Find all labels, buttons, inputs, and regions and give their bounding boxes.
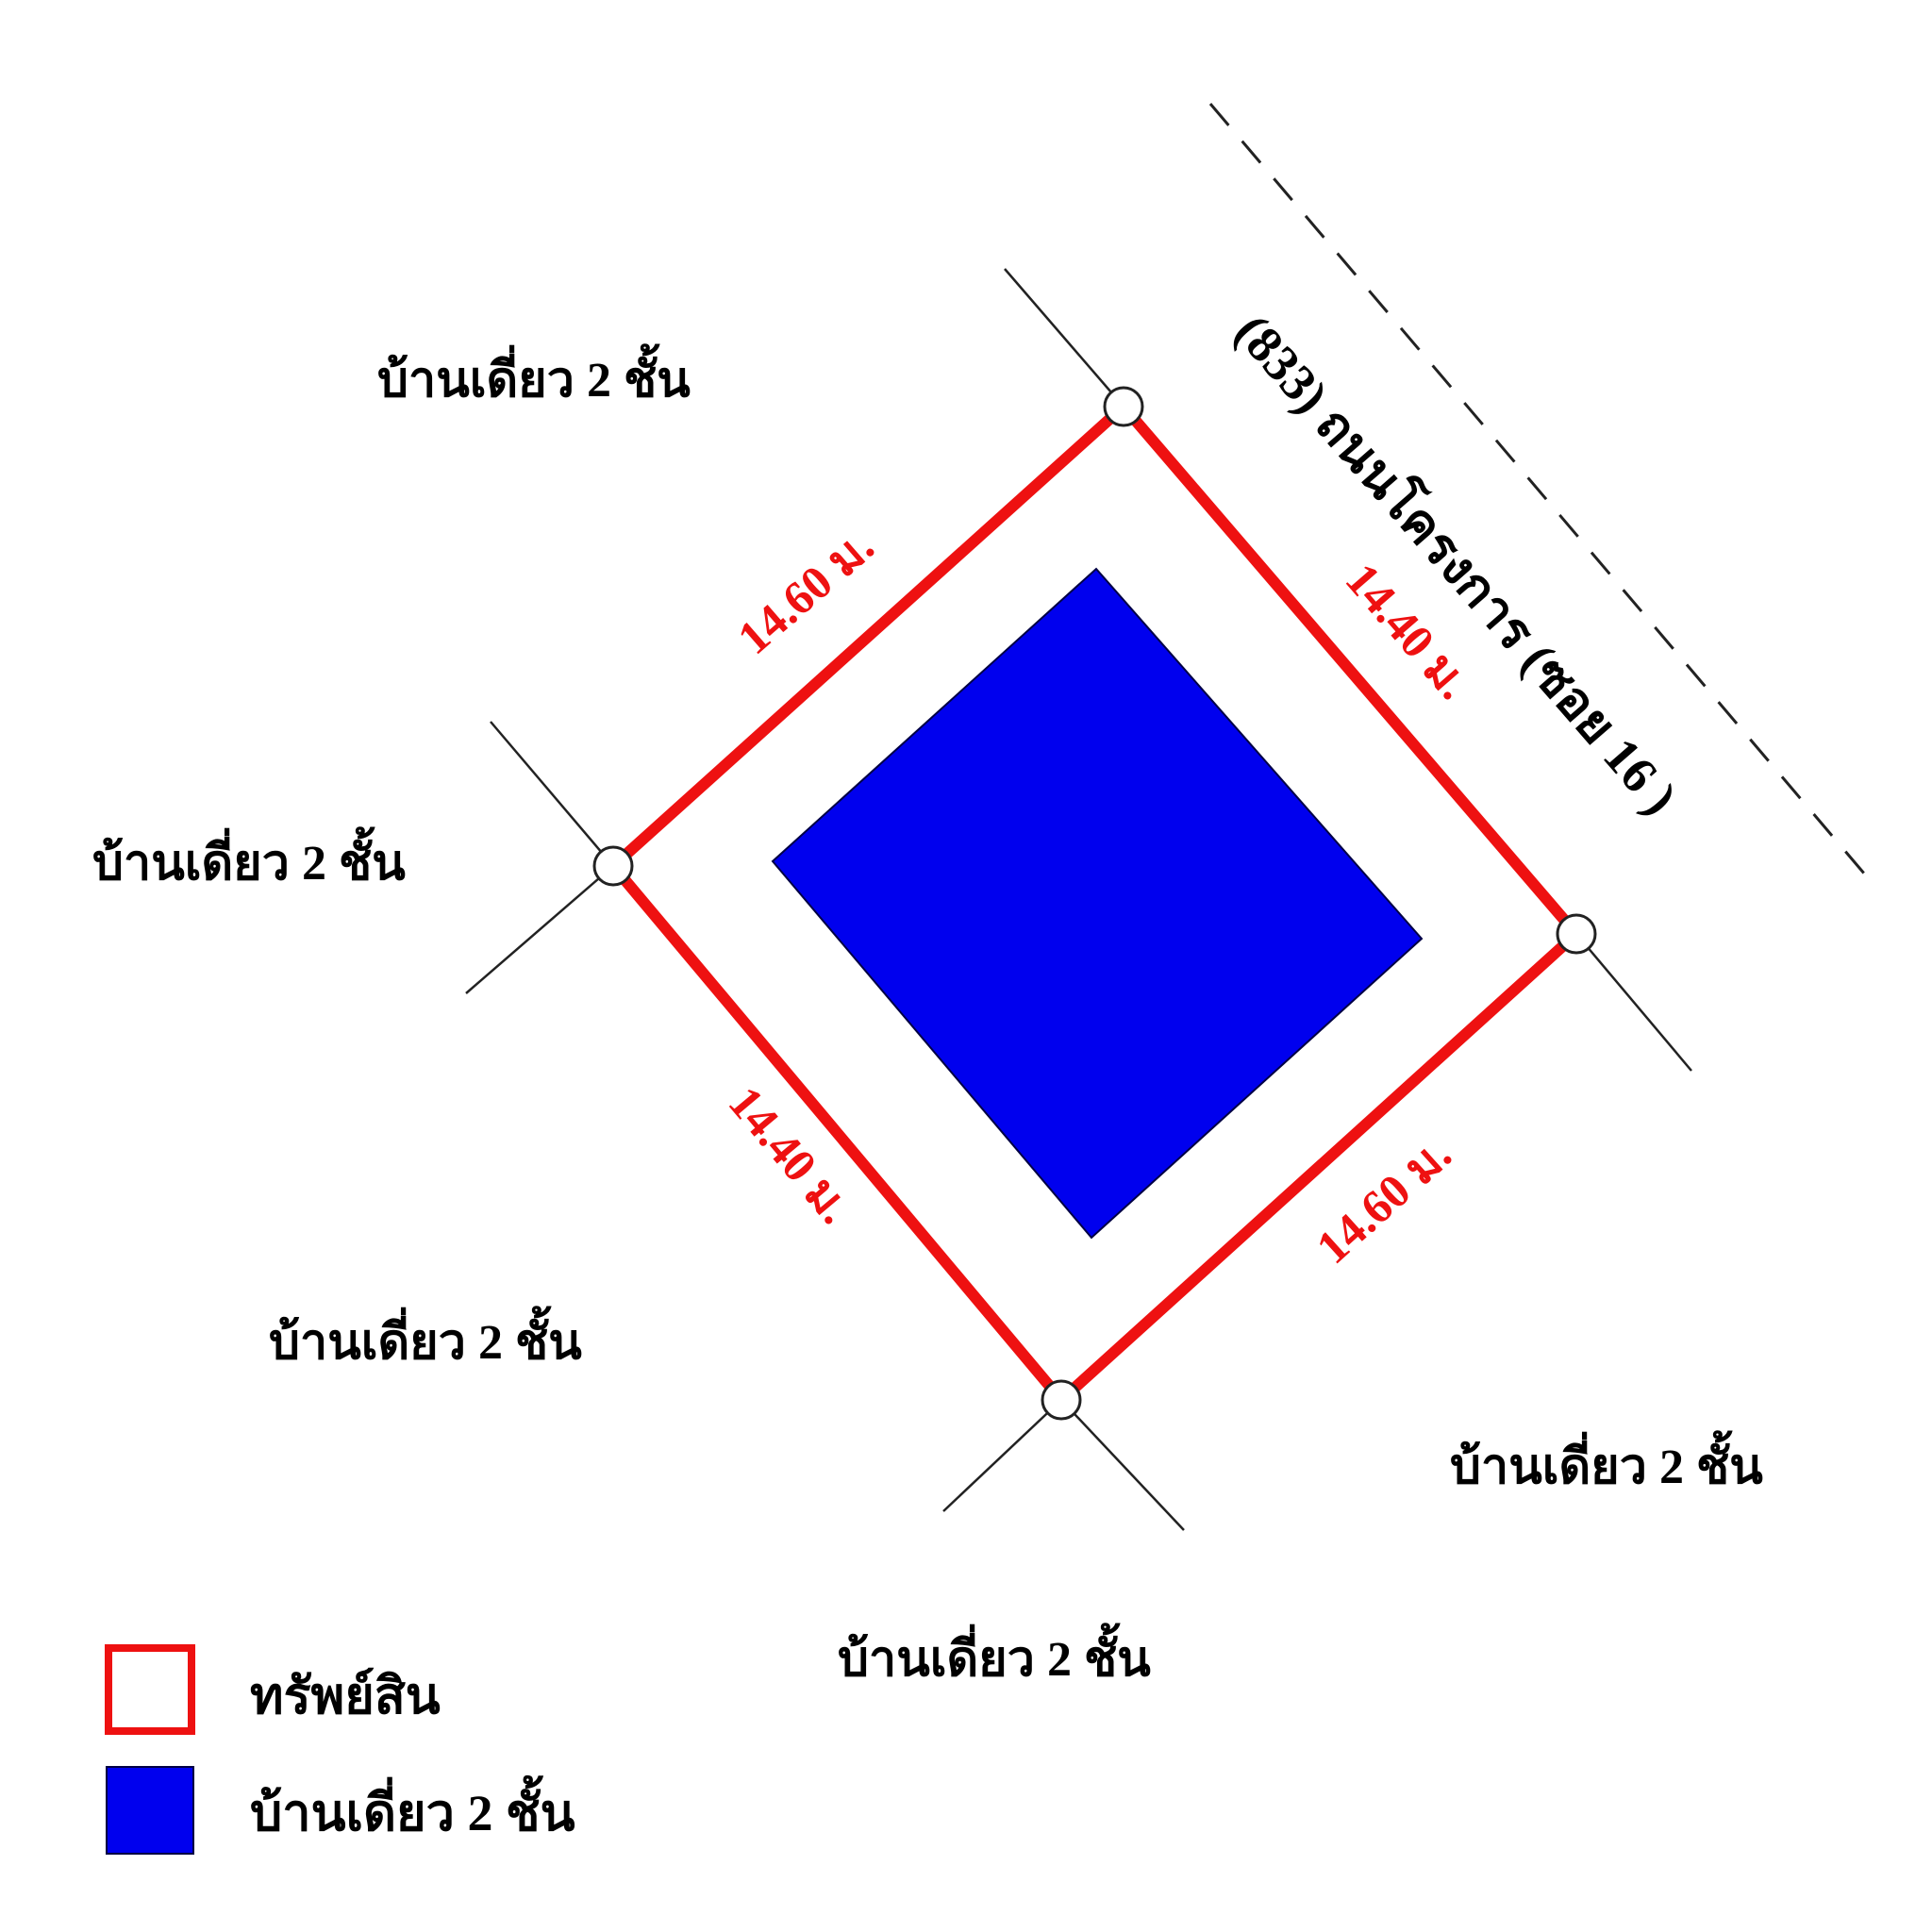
house-footprint	[771, 567, 1424, 1240]
bottom-corner-extension-left	[942, 1399, 1062, 1512]
corner-marker-left	[592, 845, 634, 887]
corner-marker-right	[1556, 913, 1597, 955]
corner-markers	[592, 386, 1597, 1421]
road-label: (833) ถนนโครงการ (ซอย 16 )	[1224, 302, 1690, 824]
legend-label-property: ทรัพย์สิน	[250, 1667, 441, 1724]
dimension-bottom-left: 14.40 ม.	[719, 1076, 862, 1234]
left-corner-extension-upper	[490, 721, 614, 867]
right-corner-extension	[1575, 933, 1692, 1072]
neighbor-label-bottom-left: บ้านเดี่ยว 2 ชั้น	[269, 1306, 582, 1370]
legend: ทรัพย์สิน บ้านเดี่ยว 2 ชั้น	[105, 1644, 575, 1855]
neighbor-label-top: บ้านเดี่ยว 2 ชั้น	[377, 343, 691, 408]
corner-marker-bottom	[1041, 1379, 1082, 1421]
top-corner-extension	[1004, 268, 1124, 408]
bottom-corner-extension-right	[1060, 1399, 1185, 1531]
road-line	[1208, 103, 1877, 888]
neighbor-label-bottom: บ้านเดี่ยว 2 ชั้น	[838, 1623, 1151, 1687]
corner-marker-top	[1103, 386, 1144, 427]
extension-lines	[465, 268, 1692, 1531]
legend-swatch-house	[106, 1766, 194, 1855]
legend-swatch-property	[105, 1644, 195, 1735]
dimension-bottom-right: 14.60 ม.	[1307, 1127, 1461, 1274]
neighbor-label-left: บ้านเดี่ยว 2 ชั้น	[92, 826, 406, 891]
neighbor-label-bottom-right: บ้านเดี่ยว 2 ชั้น	[1450, 1430, 1763, 1494]
legend-label-house: บ้านเดี่ยว 2 ชั้น	[250, 1775, 575, 1841]
left-corner-extension-lower	[465, 865, 614, 994]
